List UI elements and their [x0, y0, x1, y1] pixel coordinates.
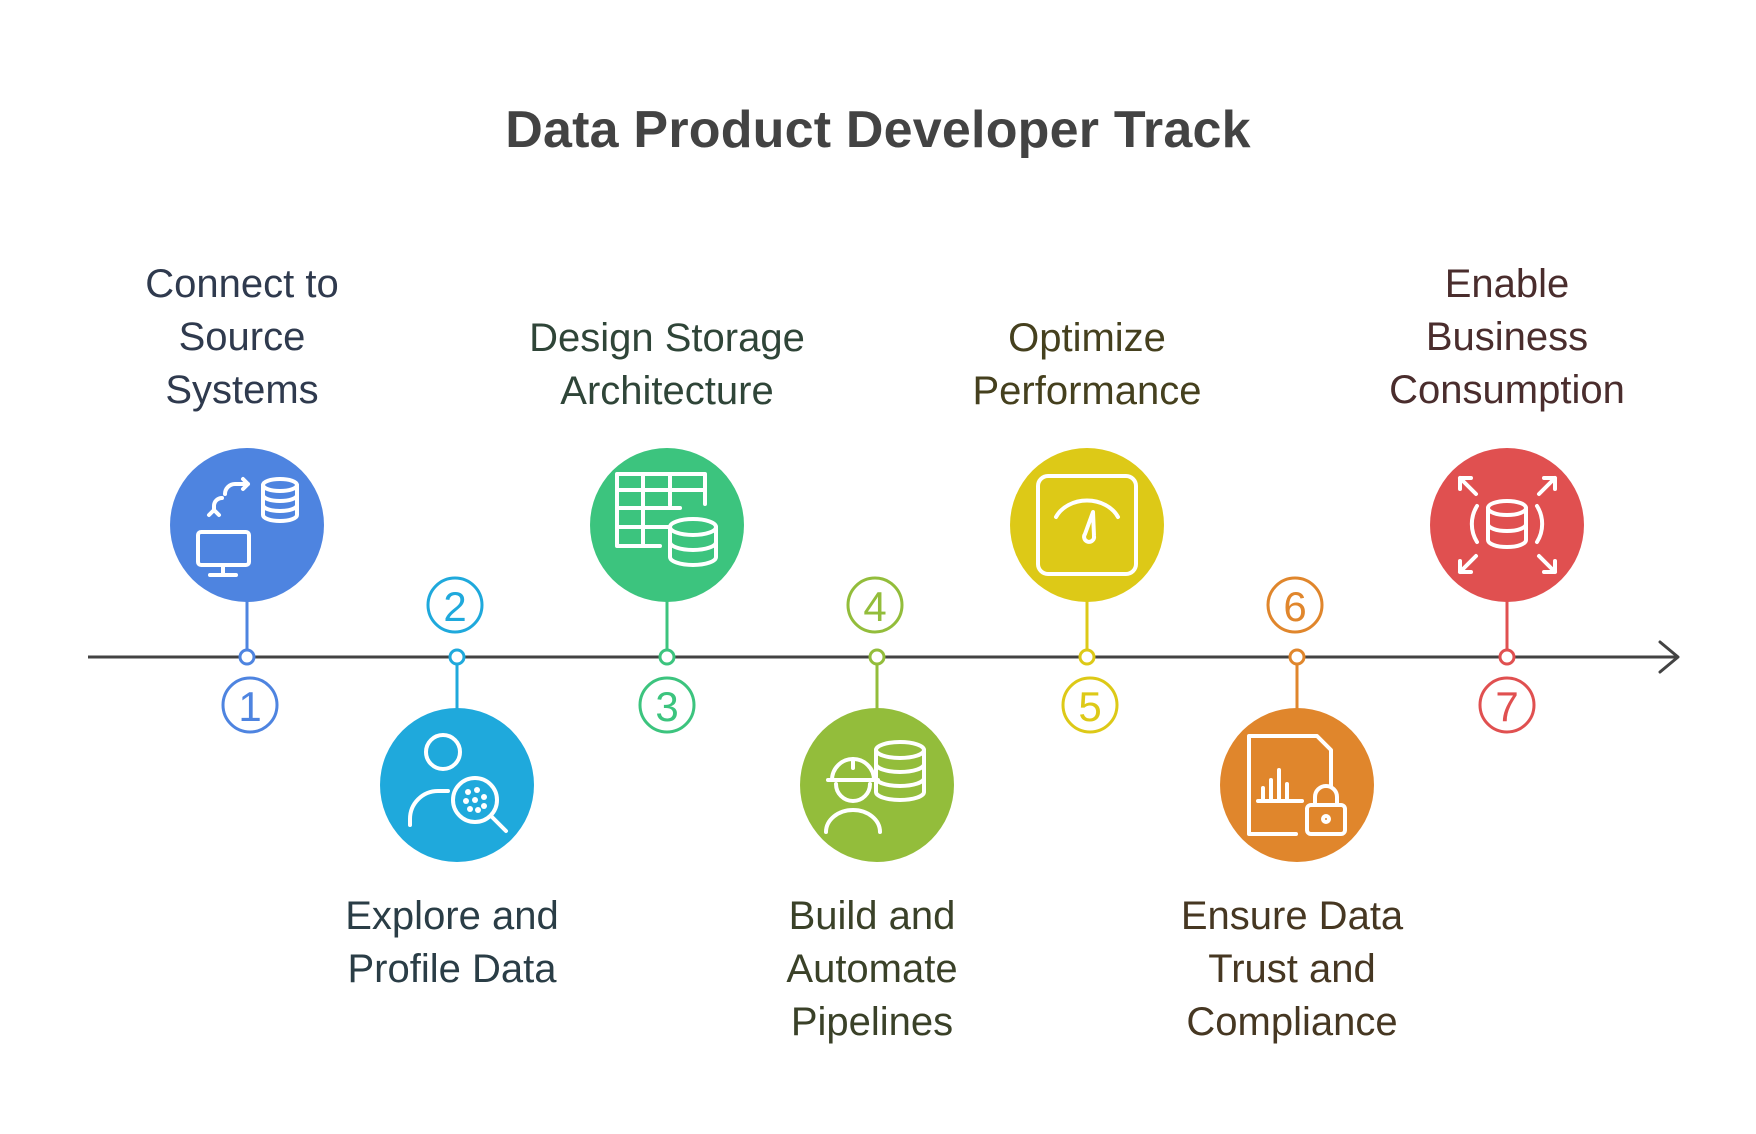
- step-6-number: 6: [1283, 583, 1306, 630]
- step-3: 3: [590, 448, 744, 734]
- timeline-arrowhead: [1658, 640, 1680, 674]
- step-7: 7: [1430, 448, 1584, 734]
- step-1-number: 1: [238, 683, 261, 730]
- step-2-number: 2: [443, 583, 466, 630]
- step-5-number: 5: [1078, 683, 1101, 730]
- database-expand-icon: [1458, 476, 1557, 574]
- step-6: 6: [1220, 576, 1374, 862]
- step-2-label: Explore and Profile Data: [345, 894, 559, 991]
- table-database-icon: [615, 472, 718, 567]
- user-search-icon: [408, 733, 508, 833]
- step-1-label: Connect to Source Systems: [145, 262, 339, 412]
- step-4-label: Build and Automate Pipelines: [786, 894, 958, 1044]
- data-transfer-icon: [196, 477, 299, 577]
- step-6-circle: [1220, 708, 1374, 862]
- page-title: Data Product Developer Track: [505, 101, 1251, 159]
- step-6-label: Ensure Data Trust and Compliance: [1180, 894, 1404, 1044]
- step-7-number: 7: [1495, 683, 1518, 730]
- step-1-circle: [170, 448, 324, 602]
- step-5: 5: [1010, 448, 1164, 734]
- step-3-number: 3: [655, 683, 678, 730]
- step-3-label: Design Storage Architecture: [529, 316, 805, 413]
- secure-report-icon: [1247, 734, 1347, 836]
- gauge-icon: [1036, 474, 1138, 576]
- step-4: 4: [800, 576, 954, 862]
- step-4-number: 4: [863, 583, 886, 630]
- step-7-circle: [1430, 448, 1584, 602]
- step-5-label: Optimize Performance: [972, 316, 1202, 413]
- step-1: 1: [170, 448, 324, 734]
- step-2: 2: [380, 576, 534, 862]
- step-7-label: Enable Business Consumption: [1389, 262, 1625, 412]
- engineer-database-icon: [824, 740, 926, 834]
